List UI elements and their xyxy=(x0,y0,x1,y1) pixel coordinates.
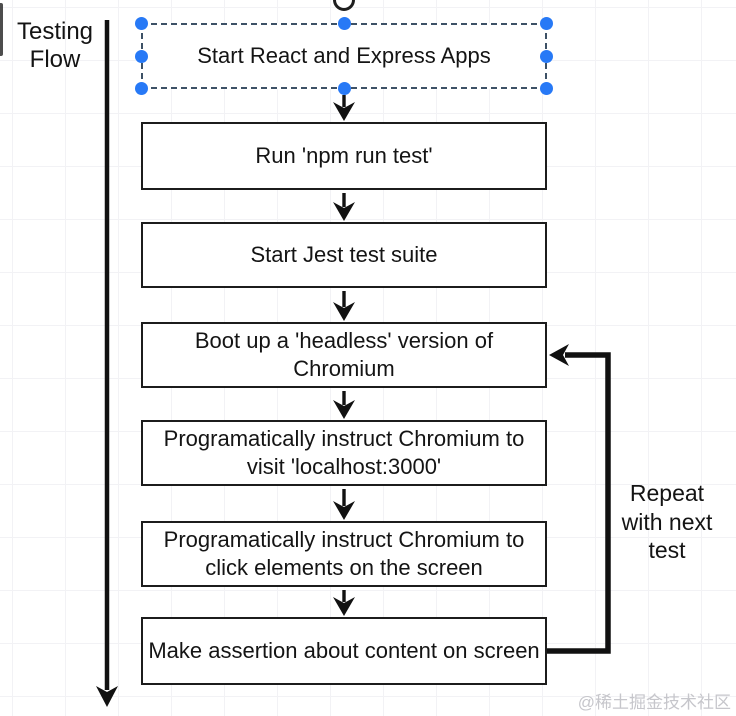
arrowhead-down-icon xyxy=(333,302,355,321)
flow-step-make-assertion[interactable]: Make assertion about content on screen xyxy=(141,617,547,685)
flow-step-visit-localhost[interactable]: Programatically instruct Chromium to vis… xyxy=(141,420,547,486)
arrowhead-left-icon xyxy=(549,344,569,366)
flow-connector-6[interactable] xyxy=(333,590,355,616)
flow-connector-2[interactable] xyxy=(333,193,355,221)
repeat-loop-connector[interactable] xyxy=(547,344,611,654)
flow-step-jest-suite[interactable]: Start Jest test suite xyxy=(141,222,547,288)
flow-connector-1[interactable] xyxy=(333,95,355,121)
watermark: @稀土掘金技术社区 xyxy=(577,693,731,712)
flow-step-label: Programatically instruct Chromium to vis… xyxy=(163,426,525,479)
selection-handle-bottom-middle[interactable] xyxy=(337,82,351,95)
flow-connector-4[interactable] xyxy=(333,391,355,419)
testing-flow-label[interactable]: Testing Flow xyxy=(16,18,94,73)
flow-step-headless-chromium[interactable]: Boot up a 'headless' version of Chromium xyxy=(141,322,547,388)
flow-connector-3[interactable] xyxy=(333,291,355,321)
selection-handle-top-left[interactable] xyxy=(135,17,148,30)
repeat-loop-label[interactable]: Repeat with next test xyxy=(621,480,713,563)
arrowhead-down-icon xyxy=(333,597,355,616)
flow-step-label: Start Jest test suite xyxy=(250,242,438,267)
selection-handle-bottom-left[interactable] xyxy=(135,82,148,95)
arrowhead-down-icon xyxy=(333,501,355,520)
flow-step-label: Make assertion about content on screen xyxy=(148,638,540,663)
arrowhead-down-icon xyxy=(333,202,355,221)
selection-handle-middle-left[interactable] xyxy=(135,49,148,63)
flow-step-label: Programatically instruct Chromium to cli… xyxy=(163,527,525,580)
flow-connector-5[interactable] xyxy=(333,489,355,520)
selection-handle-top-middle[interactable] xyxy=(337,17,351,30)
selection-handle-middle-right[interactable] xyxy=(540,49,553,63)
arrowhead-down-icon xyxy=(96,686,118,707)
edge-artifact xyxy=(0,3,3,56)
flow-step-label: Boot up a 'headless' version of Chromium xyxy=(194,328,494,381)
flow-step-click-elements[interactable]: Programatically instruct Chromium to cli… xyxy=(141,521,547,587)
selection-handle-bottom-right[interactable] xyxy=(540,82,553,95)
flow-step-label: Run 'npm run test' xyxy=(255,143,433,168)
flow-step-start-apps[interactable]: Start React and Express Apps xyxy=(135,0,553,95)
arrowhead-down-icon xyxy=(333,400,355,419)
arrowhead-down-icon xyxy=(333,102,355,121)
testing-flow-arrow[interactable] xyxy=(96,20,118,707)
flow-step-npm-test[interactable]: Run 'npm run test' xyxy=(141,122,547,190)
flow-step-label: Start React and Express Apps xyxy=(197,43,491,68)
rotation-handle-icon[interactable] xyxy=(333,0,355,11)
selection-handle-top-right[interactable] xyxy=(540,17,553,30)
